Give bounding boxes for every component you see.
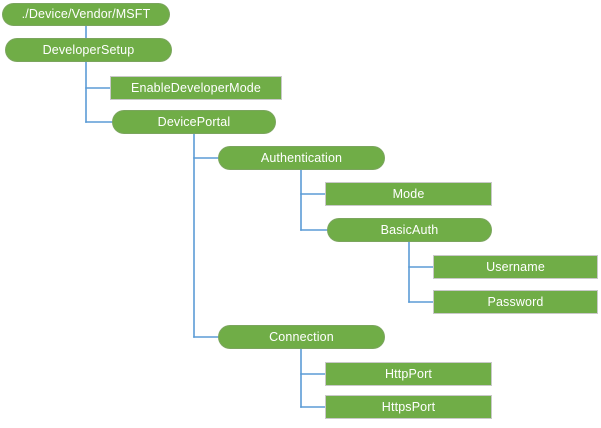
- node-label-connection: Connection: [269, 329, 334, 344]
- node-label-username: Username: [486, 259, 545, 274]
- node-label-authentication: Authentication: [260, 150, 343, 165]
- node-label-root: ./Device/Vendor/MSFT: [21, 7, 151, 22]
- node-label-mode: Mode: [392, 186, 425, 201]
- node-label-developersetup: DeveloperSetup: [42, 42, 135, 57]
- node-label-password: Password: [487, 294, 544, 309]
- node-root[interactable]: ./Device/Vendor/MSFT: [2, 3, 170, 26]
- node-basicauth[interactable]: BasicAuth: [327, 218, 492, 242]
- node-deviceportal[interactable]: DevicePortal: [112, 110, 276, 134]
- node-label-basicauth: BasicAuth: [380, 222, 439, 237]
- node-username[interactable]: Username: [433, 255, 598, 279]
- node-password[interactable]: Password: [433, 290, 598, 314]
- node-developersetup[interactable]: DeveloperSetup: [5, 38, 172, 62]
- node-label-enabledevelopermode: EnableDeveloperMode: [130, 80, 262, 95]
- node-connection[interactable]: Connection: [218, 325, 385, 349]
- node-label-httpport: HttpPort: [384, 366, 433, 381]
- node-enabledevelopermode[interactable]: EnableDeveloperMode: [110, 76, 282, 100]
- node-httpsport[interactable]: HttpsPort: [325, 395, 492, 419]
- node-authentication[interactable]: Authentication: [218, 146, 385, 170]
- node-label-httpsport: HttpsPort: [381, 399, 436, 414]
- node-label-deviceportal: DevicePortal: [157, 114, 231, 129]
- node-mode[interactable]: Mode: [325, 182, 492, 206]
- node-httpport[interactable]: HttpPort: [325, 362, 492, 386]
